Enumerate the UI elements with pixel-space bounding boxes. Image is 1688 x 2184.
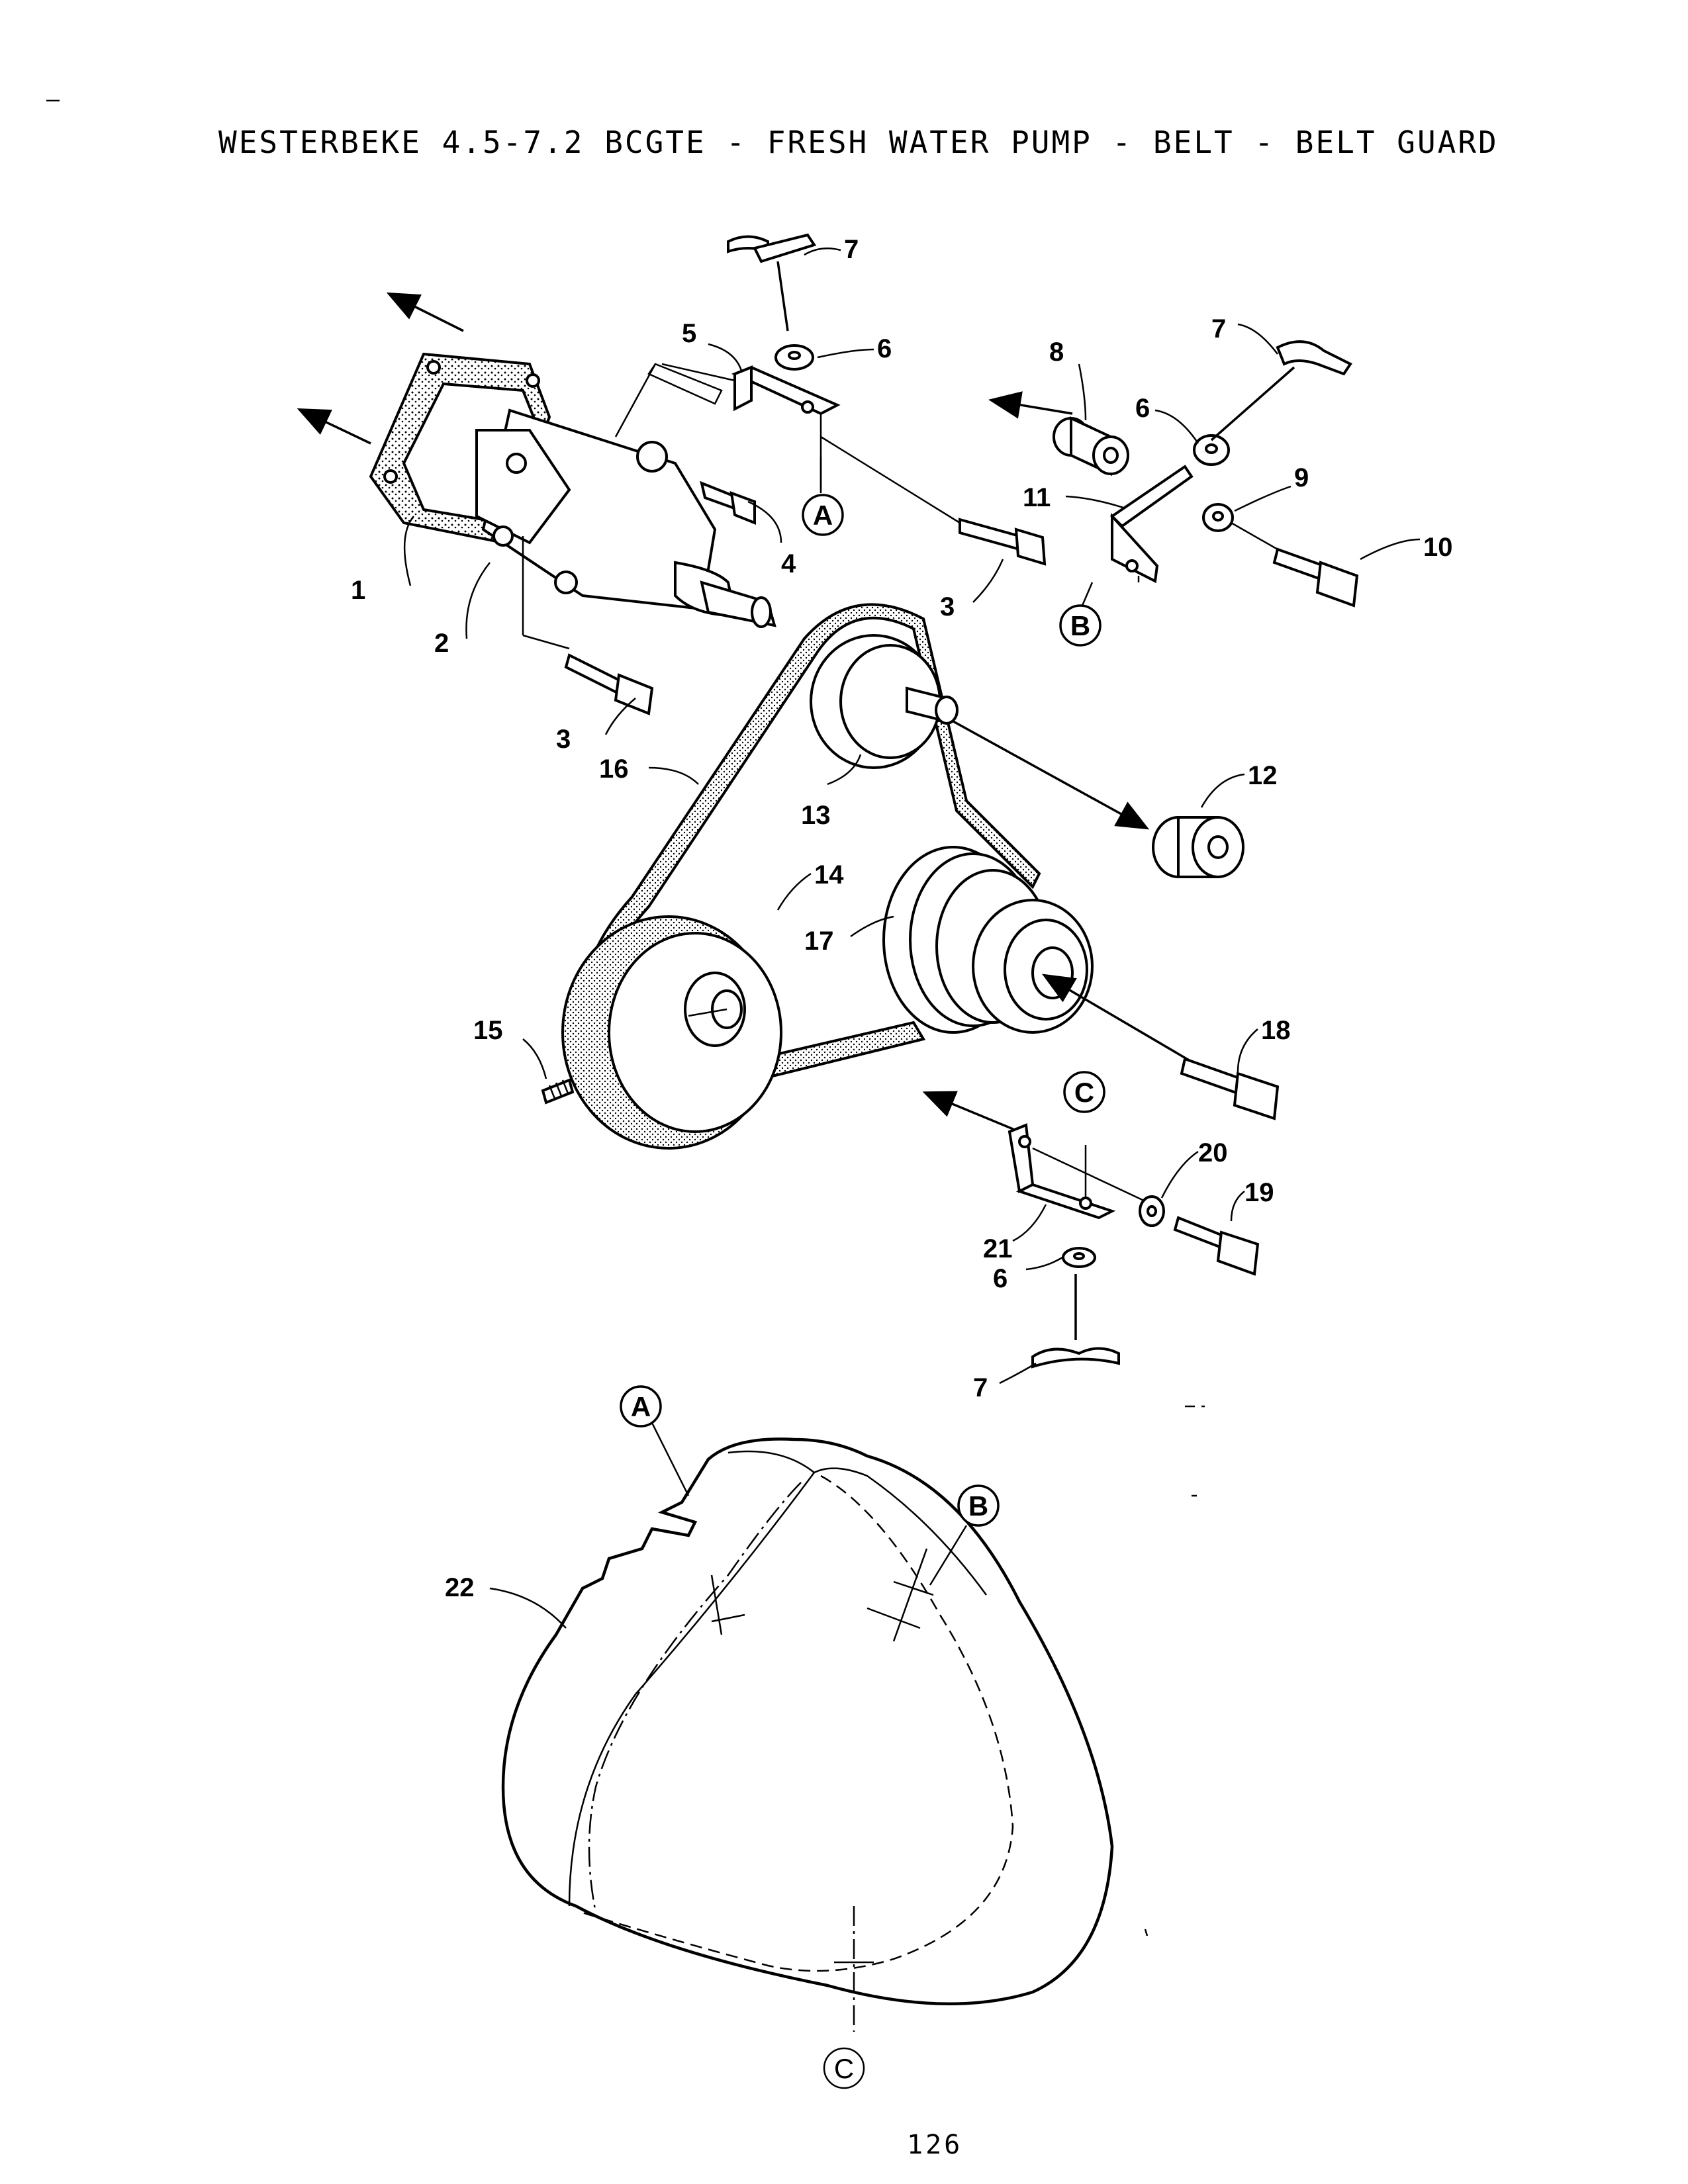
- callout-21: 21: [983, 1234, 1013, 1263]
- wing-screw-7-bottom: [1031, 1274, 1120, 1369]
- washer-6-right: [1193, 434, 1230, 466]
- callout-20: 20: [1198, 1138, 1228, 1167]
- pulley-17: [882, 846, 1094, 1034]
- pulley-14: [561, 915, 782, 1150]
- callout-18: 18: [1261, 1016, 1291, 1045]
- callout-4: 4: [781, 549, 796, 578]
- callout-7-bottom: 7: [973, 1373, 988, 1402]
- bolt-3-upper: [820, 435, 1047, 566]
- bolt-19: [1173, 1216, 1260, 1276]
- callout-6-right: 6: [1135, 394, 1150, 423]
- reference-c-guard: C: [823, 2047, 865, 2089]
- callout-14: 14: [814, 860, 844, 889]
- page-title: WESTERBEKE 4.5-7.2 BCGTE - FRESH WATER P…: [218, 124, 1499, 160]
- set-screw-15: [541, 1078, 575, 1105]
- reference-b-guard: B: [929, 1484, 1000, 1586]
- callout-13: 13: [801, 801, 831, 830]
- callout-9: 9: [1294, 463, 1309, 492]
- bracket-c: [922, 1091, 1146, 1220]
- callout-2: 2: [434, 629, 449, 658]
- callout-3-lower: 3: [556, 725, 571, 754]
- scan-marks: [46, 99, 1205, 1936]
- belt-guard-22: [501, 1437, 1114, 2032]
- part-callouts: 1 2 4 5 7 6 3 3 8 6 7 9 10 11 12 13 14 1…: [351, 235, 1453, 1602]
- wing-screw-7-top: [727, 233, 817, 332]
- callout-22: 22: [445, 1573, 475, 1602]
- callout-7-right: 7: [1211, 314, 1226, 343]
- bracket-a: [661, 363, 841, 490]
- callout-3-upper: 3: [940, 592, 955, 621]
- reference-label-a-guard: A: [631, 1391, 651, 1422]
- callout-16: 16: [599, 754, 629, 784]
- callout-10: 10: [1423, 533, 1453, 562]
- page-number: 126: [907, 2130, 963, 2160]
- fresh-water-pump: [297, 292, 776, 650]
- reference-label-a: A: [813, 500, 833, 531]
- bolt-4: [700, 480, 756, 525]
- leader-lines: [403, 247, 1421, 1629]
- pulley-13: [810, 634, 959, 769]
- callout-8: 8: [1049, 338, 1064, 367]
- callout-17: 17: [804, 927, 834, 956]
- reference-label-b: B: [1070, 610, 1090, 641]
- washer-9: [1202, 503, 1234, 532]
- reference-label-c: C: [1074, 1077, 1094, 1108]
- washer-6-bottom: [1062, 1247, 1096, 1268]
- callout-6-bottom: 6: [993, 1264, 1008, 1293]
- callout-15: 15: [473, 1016, 503, 1045]
- reference-b-bracket: B: [1059, 582, 1102, 647]
- reference-c-bracket: C: [1063, 1071, 1105, 1113]
- callout-19: 19: [1244, 1178, 1274, 1207]
- reference-a-bracket: A: [802, 457, 844, 536]
- washer-20: [1139, 1195, 1165, 1227]
- callout-5: 5: [682, 319, 696, 348]
- callout-6-top: 6: [877, 334, 892, 363]
- callout-1: 1: [351, 576, 365, 605]
- callout-12: 12: [1248, 761, 1278, 790]
- reference-label-b-guard: B: [968, 1490, 988, 1522]
- reference-label-c-guard: C: [834, 2053, 854, 2084]
- bracket-11: [1109, 465, 1194, 584]
- bolt-18: [1041, 974, 1280, 1120]
- washer-6-top: [774, 344, 814, 371]
- callout-11: 11: [1023, 483, 1051, 512]
- spacer-8: [988, 391, 1129, 477]
- callout-7-top: 7: [844, 235, 859, 264]
- bolt-10: [1231, 522, 1359, 608]
- wing-screw-7-right: [1210, 340, 1352, 441]
- bolt-3-lower: [564, 653, 654, 715]
- reference-a-guard: A: [620, 1385, 690, 1496]
- collar-12: [953, 720, 1244, 878]
